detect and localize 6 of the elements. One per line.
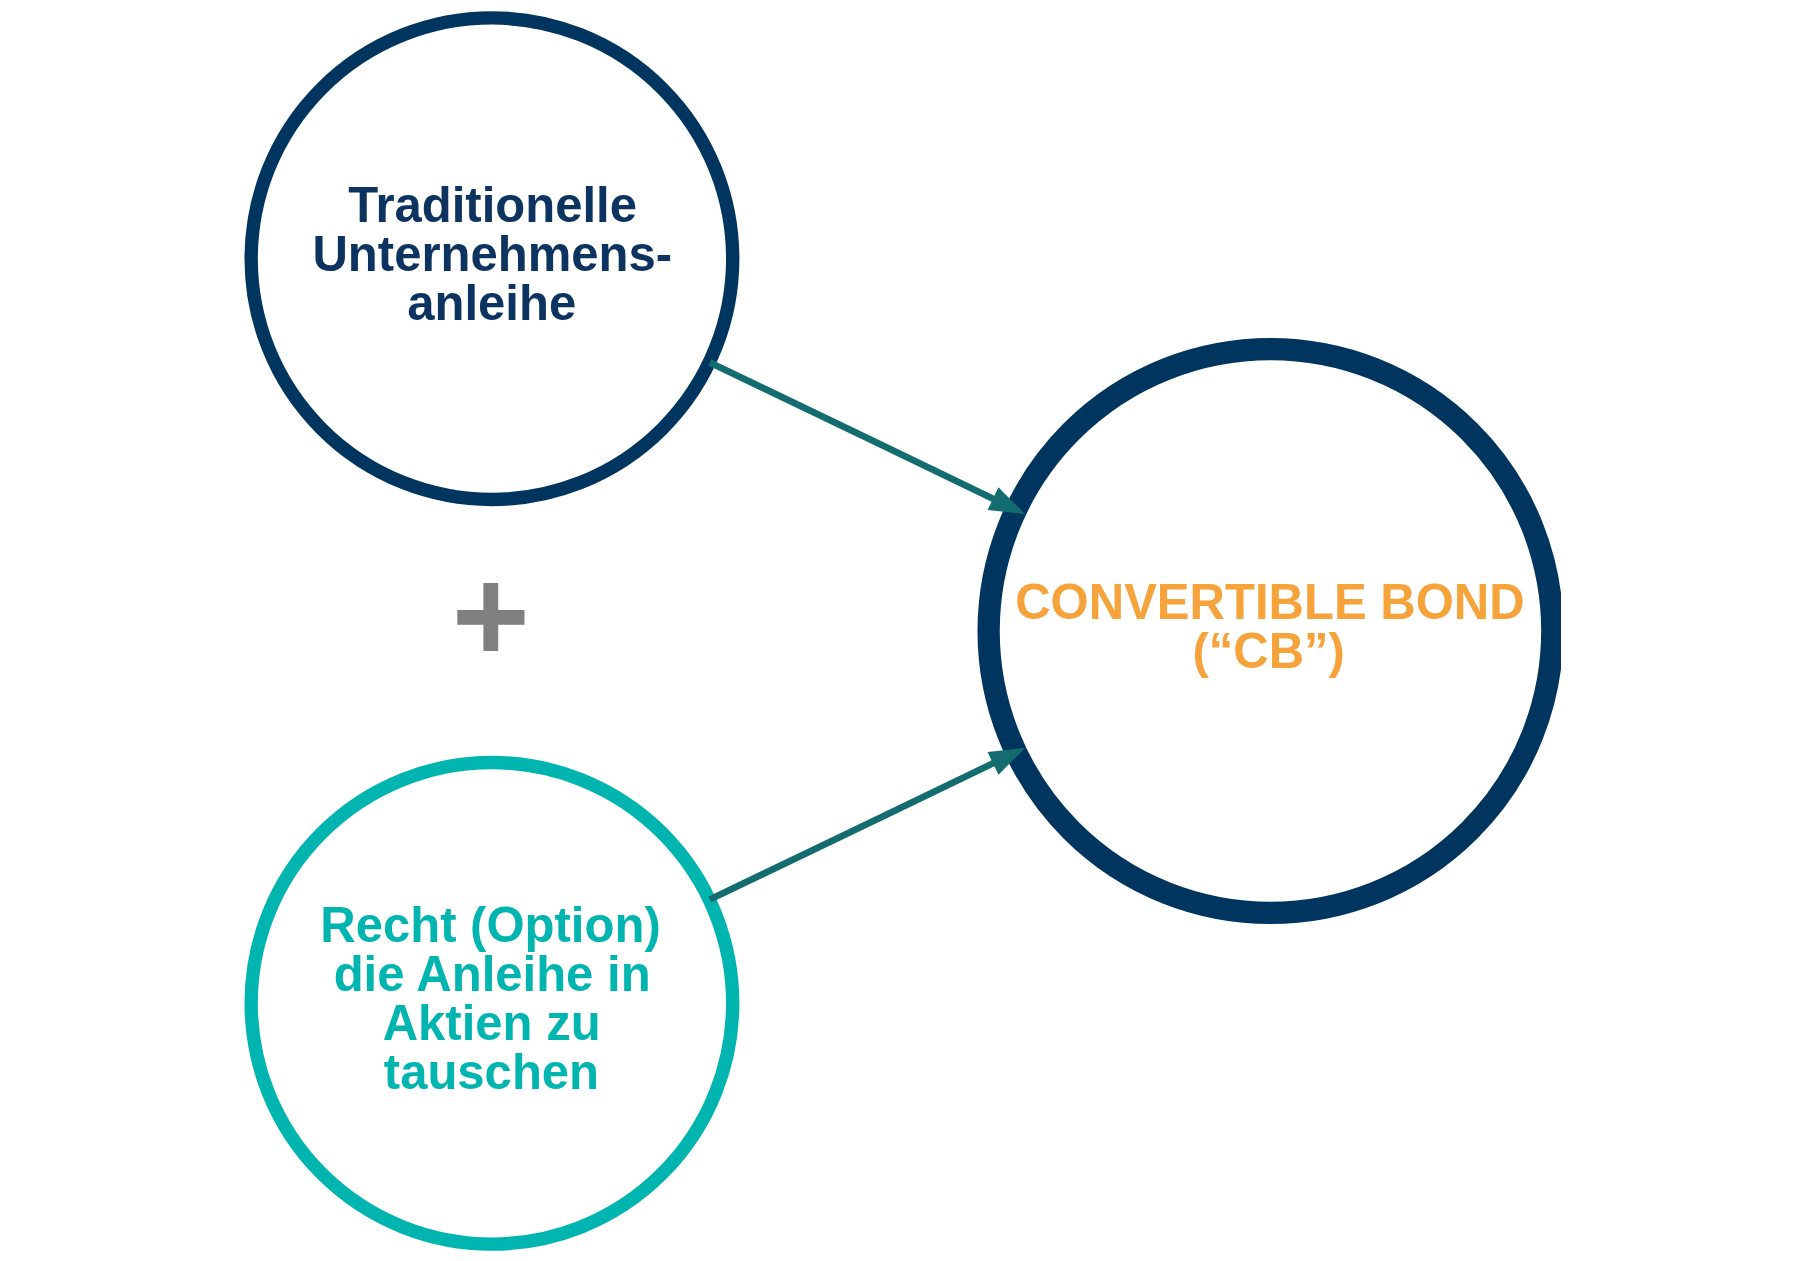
arrow (708, 747, 1026, 903)
node-circle: Traditionelle Unternehmens- anleihe (244, 10, 740, 506)
node-circle: Recht (Option) die Anleihe in Aktien zu tauschen (244, 755, 740, 1251)
label: + (451, 540, 530, 690)
node-circle: CONVERTIBLE BOND (“CB”) (977, 337, 1561, 924)
arrow (708, 358, 1026, 514)
